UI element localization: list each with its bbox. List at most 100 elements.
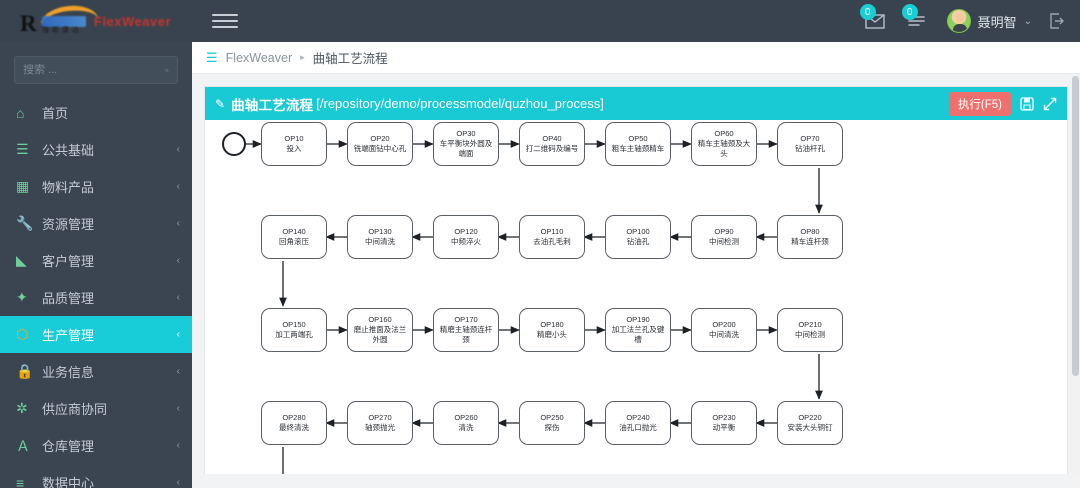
sidebar-item-supplier[interactable]: ✲ 供应商协同 ‹ [0, 390, 192, 427]
messages-button[interactable]: 0 [859, 4, 889, 34]
start-circle[interactable] [222, 132, 246, 156]
flow-node-op60[interactable]: OP60 精车主轴颈及大头 [691, 122, 757, 166]
flow-node-op280[interactable]: OP280 最终清洗 [261, 401, 327, 445]
flow-node-op240[interactable]: OP240 油孔口抛光 [605, 401, 671, 445]
page-title: 曲轴工艺流程 [231, 97, 314, 113]
flow-node-op120[interactable]: OP120 中频淬火 [433, 215, 499, 259]
chevron-left-icon: ‹ [176, 366, 180, 377]
chevron-left-icon: ‹ [176, 181, 180, 192]
sidebar-item-business[interactable]: 🔒 业务信息 ‹ [0, 353, 192, 390]
warehouse-icon: Ａ [16, 437, 30, 454]
node-id: OP100 [626, 227, 650, 237]
node-name: 安装大头铜钉 [787, 423, 833, 433]
menu-icon[interactable] [212, 11, 238, 31]
panel-actions: 执行(F5) [948, 91, 1057, 116]
breadcrumb-root[interactable]: FlexWeaver [225, 50, 293, 65]
logout-icon[interactable] [1048, 12, 1066, 30]
flow-node-op200[interactable]: OP200 中间清洗 [691, 308, 757, 352]
flow-node-op130[interactable]: OP130 中间清洗 [347, 215, 413, 259]
flow-node-op10[interactable]: OP10 投入 [261, 122, 327, 166]
execute-button[interactable]: 执行(F5) [948, 91, 1011, 116]
sidebar-item-quality[interactable]: ✦ 品质管理 ‹ [0, 279, 192, 316]
flow-node-op80[interactable]: OP80 精车连杆颈 [777, 215, 843, 259]
wrench-icon: 🔧 [16, 215, 34, 231]
page-bottom-spacer [192, 474, 1080, 488]
sidebar-search[interactable] [14, 56, 178, 84]
flow-node-op170[interactable]: OP170 精磨主轴颈连杆颈 [433, 308, 499, 352]
flow-node-op230[interactable]: OP230 动平衡 [691, 401, 757, 445]
lock-icon: 🔒 [16, 363, 34, 379]
flow-node-op30[interactable]: OP30 车平衡块外圆及端面 [433, 122, 499, 166]
mountain-icon: ◣ [16, 252, 27, 268]
sidebar-item-materials[interactable]: ▦ 物料产品 ‹ [0, 168, 192, 205]
tasks-button[interactable]: 0 [901, 4, 931, 34]
node-id: OP30 [456, 129, 476, 139]
node-id: OP260 [454, 413, 478, 423]
sidebar-item-label: 资源管理 [42, 217, 95, 232]
node-name: 回角滚压 [279, 237, 309, 247]
flow-node-op40[interactable]: OP40 打二维码及编号 [519, 122, 585, 166]
sidebar-item-data-center[interactable]: ≡ 数据中心 ‹ [0, 464, 192, 488]
node-name: 投入 [286, 144, 302, 154]
flow-node-op180[interactable]: OP180 精磨小头 [519, 308, 585, 352]
factory-icon: ⬡ [16, 326, 29, 342]
chevron-left-icon: ‹ [176, 329, 180, 340]
sidebar-item-resources[interactable]: 🔧 资源管理 ‹ [0, 205, 192, 242]
node-id: OP220 [798, 413, 822, 423]
content-area: ☰ FlexWeaver ▸ 曲轴工艺流程 ✎ 曲轴工艺流程 [/reposit… [192, 42, 1080, 488]
sidebar-item-warehouse[interactable]: Ａ 仓库管理 ‹ [0, 427, 192, 464]
breadcrumb-separator: ▸ [300, 52, 305, 62]
flow-node-op140[interactable]: OP140 回角滚压 [261, 215, 327, 259]
panel-path: [/repository/demo/processmodel/quzhou_pr… [316, 96, 604, 111]
flow-node-op90[interactable]: OP90 中间检测 [691, 215, 757, 259]
node-id: OP200 [712, 320, 736, 330]
logo-image: R 瑞 斯 康 达 FlexWeaver [14, 3, 171, 38]
layers-icon: ☰ [16, 141, 29, 157]
expand-icon[interactable] [1043, 97, 1057, 111]
node-name: 最终清洗 [279, 423, 309, 433]
flow-node-op70[interactable]: OP70 钻油杆孔 [777, 122, 843, 166]
flow-node-op220[interactable]: OP220 安装大头铜钉 [777, 401, 843, 445]
flow-node-op250[interactable]: OP250 探伤 [519, 401, 585, 445]
flow-node-op100[interactable]: OP100 钻油孔 [605, 215, 671, 259]
flow-node-op210[interactable]: OP210 中间检测 [777, 308, 843, 352]
bars-icon: ≡ [16, 474, 25, 488]
save-icon[interactable] [1020, 96, 1034, 111]
node-name: 精磨小头 [537, 330, 567, 340]
flow-connectors [241, 140, 823, 475]
flow-node-op150[interactable]: OP150 加工两端孔 [261, 308, 327, 352]
list-icon[interactable]: ☰ [206, 49, 218, 65]
flow-node-op50[interactable]: OP50 粗车主轴颈精车 [605, 122, 671, 166]
node-name: 钻油孔 [626, 237, 650, 247]
node-name: 中间清洗 [709, 330, 739, 340]
search-input[interactable] [23, 64, 165, 76]
search-icon[interactable] [165, 64, 169, 77]
sidebar-item-customers[interactable]: ◣ 客户管理 ‹ [0, 242, 192, 279]
flow-node-op270[interactable]: OP270 轴颈抛光 [347, 401, 413, 445]
node-name: 精车主轴颈及大头 [697, 139, 751, 159]
sidebar-item-public-base[interactable]: ☰ 公共基础 ‹ [0, 131, 192, 168]
tasks-badge: 0 [901, 4, 918, 20]
sidebar-item-home[interactable]: ⌂ 首页 [0, 94, 192, 131]
flow-node-op260[interactable]: OP260 清洗 [433, 401, 499, 445]
flow-node-op160[interactable]: OP160 磨止推面及法兰外圆 [347, 308, 413, 352]
node-name: 精磨主轴颈连杆颈 [439, 325, 493, 345]
user-menu[interactable]: 聂明智 ⌄ [946, 9, 1032, 33]
flow-node-op190[interactable]: OP190 加工法兰孔及键槽 [605, 308, 671, 352]
brand-logo[interactable]: R 瑞 斯 康 达 FlexWeaver [0, 0, 192, 42]
menu-icon-bar [212, 14, 238, 16]
process-panel: ✎ 曲轴工艺流程 [/repository/demo/processmodel/… [204, 86, 1068, 476]
scrollbar-thumb[interactable] [1072, 76, 1079, 376]
node-name: 打二维码及编号 [525, 144, 579, 154]
logo-wordmark: FlexWeaver [94, 14, 172, 29]
sidebar-menu: ⌂ 首页 ☰ 公共基础 ‹ ▦ 物料产品 ‹ 🔧 资源管理 ‹ ◣ 客户管理 [0, 94, 192, 488]
vertical-scrollbar[interactable] [1071, 74, 1080, 488]
sidebar-item-production[interactable]: ⬡ 生产管理 ‹ [0, 316, 192, 353]
node-name: 磨止推面及法兰外圆 [353, 325, 407, 345]
flow-node-op110[interactable]: OP110 去油孔毛刺 [519, 215, 585, 259]
node-id: OP50 [628, 134, 648, 144]
flow-node-op20[interactable]: OP20 铣端面钻中心孔 [347, 122, 413, 166]
flow-canvas[interactable]: OP10 投入 OP20 铣端面钻中心孔 OP30 车平衡块外圆及端面 OP40… [205, 120, 1067, 475]
node-id: OP280 [282, 413, 306, 423]
